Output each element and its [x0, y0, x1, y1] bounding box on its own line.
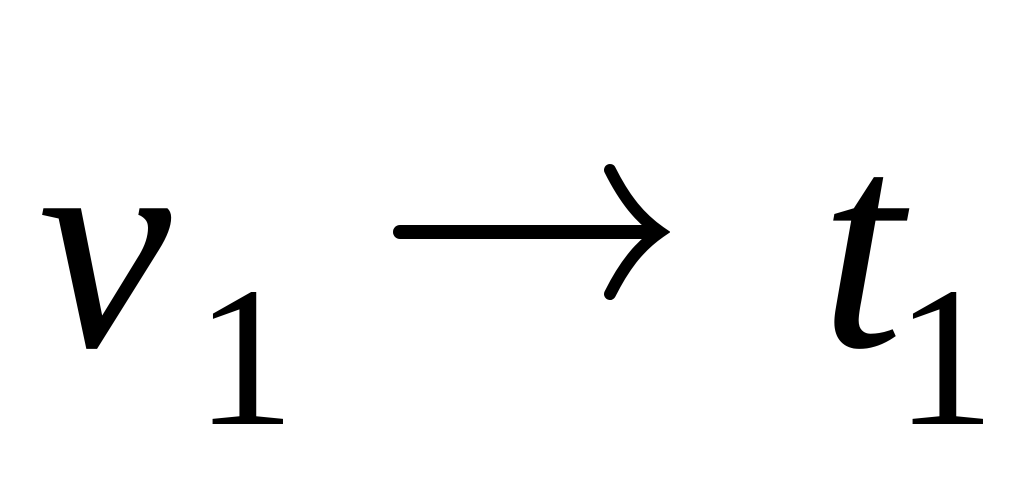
subscript-v: 1 [195, 247, 295, 468]
variable-t: t [820, 79, 904, 411]
subscript-t: 1 [895, 247, 995, 468]
right-arrow-icon [393, 164, 670, 300]
variable-v: v [38, 79, 172, 411]
